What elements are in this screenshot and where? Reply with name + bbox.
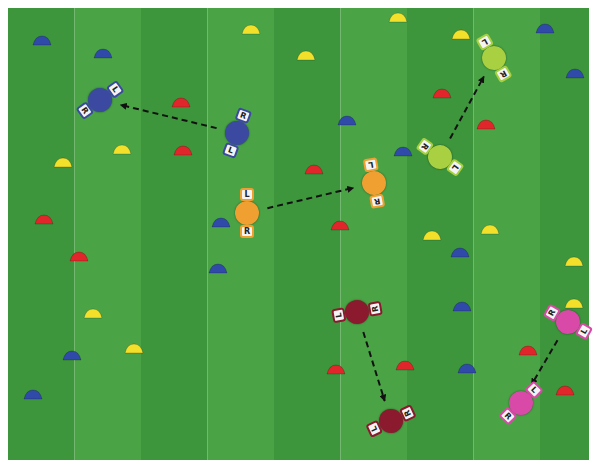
foot-label: R — [80, 106, 90, 116]
cone — [84, 309, 102, 318]
foot-label: R — [403, 409, 413, 418]
cone — [519, 346, 537, 355]
cone — [113, 145, 131, 154]
cone — [423, 231, 441, 240]
foot-label: L — [110, 85, 119, 94]
pitch-stripe — [474, 8, 541, 460]
player-body — [235, 201, 259, 225]
pitch-stripe — [75, 8, 142, 460]
cone — [389, 13, 407, 22]
pass-arrow — [450, 76, 484, 138]
cone — [94, 49, 112, 58]
cone — [536, 24, 554, 33]
foot-label: R — [371, 305, 380, 312]
foot-label: L — [334, 312, 343, 318]
cone — [24, 390, 42, 399]
foot-label: L — [370, 425, 379, 433]
cone — [33, 36, 51, 45]
pass-arrow — [532, 340, 558, 385]
cone — [242, 25, 260, 34]
player-body — [360, 169, 388, 197]
cones — [24, 13, 584, 399]
player-body — [343, 298, 371, 326]
cone — [477, 120, 495, 129]
player-figure: LR — [222, 188, 272, 238]
cone — [174, 146, 192, 155]
cone — [125, 344, 143, 353]
pitch-stripe — [407, 8, 474, 460]
pass-arrow — [267, 188, 353, 208]
cone — [327, 365, 345, 374]
pitch-stripe — [274, 8, 341, 460]
cone — [556, 386, 574, 395]
cone — [451, 248, 469, 257]
cone — [433, 89, 451, 98]
player-foot: R — [368, 301, 383, 317]
foot-label: R — [373, 197, 380, 206]
cone — [331, 221, 349, 230]
cone — [338, 116, 356, 125]
foot-label: R — [503, 411, 513, 421]
cone — [35, 215, 53, 224]
cone — [458, 364, 476, 373]
pitch-stripe — [8, 8, 75, 460]
player-foot: L — [331, 307, 346, 323]
player-foot: R — [369, 194, 385, 209]
cone — [63, 351, 81, 360]
pass-arrow — [120, 105, 216, 128]
player-figure: RL — [345, 154, 403, 212]
foot-label: R — [239, 111, 248, 121]
cone — [54, 158, 72, 167]
player-foot: L — [240, 188, 254, 201]
pitch-stripes — [8, 8, 589, 460]
foot-label: L — [579, 327, 588, 335]
pitch-stripe — [540, 8, 589, 460]
cone — [394, 147, 412, 156]
player-figure: LR — [328, 283, 386, 341]
foot-label: L — [529, 385, 538, 394]
cone — [453, 302, 471, 311]
foot-label: R — [499, 69, 508, 79]
cone — [565, 257, 583, 266]
pass-arrow — [363, 332, 384, 401]
cone — [305, 165, 323, 174]
foot-label: L — [450, 163, 459, 172]
foot-label: L — [481, 37, 489, 46]
cone — [212, 218, 230, 227]
cone — [70, 252, 88, 261]
foot-label: L — [368, 160, 374, 169]
cone — [297, 51, 315, 60]
cone — [172, 98, 190, 107]
cone — [452, 30, 470, 39]
pitch-stripe — [141, 8, 208, 460]
foot-label: R — [547, 308, 557, 317]
player-foot: R — [240, 225, 254, 238]
foot-label: R — [420, 142, 430, 152]
cone — [481, 225, 499, 234]
foot-label: L — [244, 191, 249, 199]
foot-label: R — [244, 228, 250, 236]
player-foot: L — [363, 157, 379, 172]
pitch-stripe — [208, 8, 275, 460]
foot-label: L — [227, 146, 235, 155]
cone — [566, 69, 584, 78]
pitch-stripe — [341, 8, 408, 460]
cone — [209, 264, 227, 273]
cone — [396, 361, 414, 370]
cone — [565, 299, 583, 308]
